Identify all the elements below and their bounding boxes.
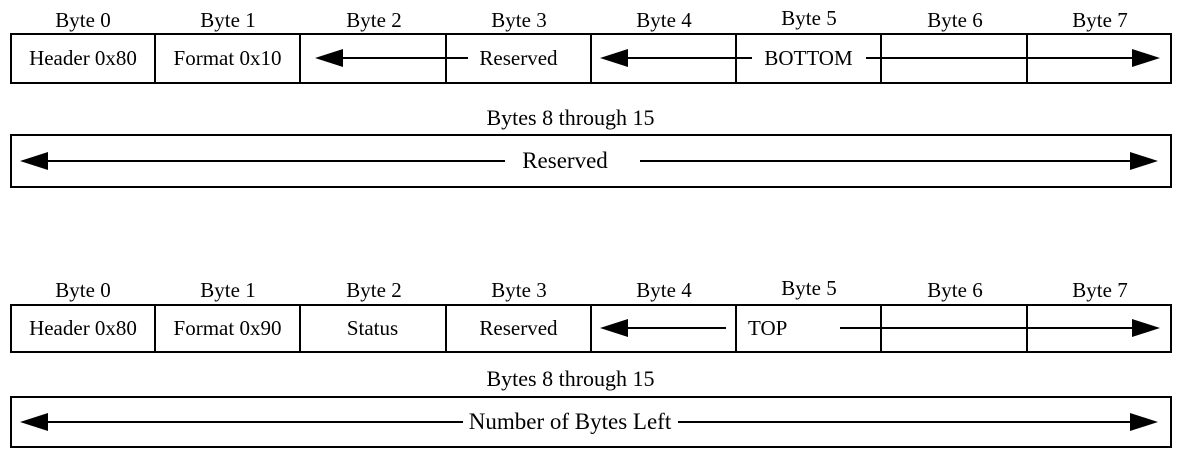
byte-label: Byte 5: [781, 6, 837, 30]
byte-label: Byte 0: [55, 8, 111, 32]
field-format-byte: Format 0x90: [173, 316, 282, 340]
byte-label: Byte 6: [927, 8, 983, 32]
arrow-left-icon: [20, 152, 48, 170]
field-header-byte: Header 0x80: [29, 46, 137, 70]
cell-divider: [154, 306, 156, 351]
arrow-right-icon: [1130, 413, 1158, 431]
arrow-line: [678, 421, 1130, 423]
arrow-line: [640, 160, 1130, 162]
arrow-line: [623, 327, 726, 329]
field-bottom: BOTTOM: [764, 46, 853, 70]
field-reserved-2-3: Reserved: [479, 46, 558, 70]
cell-divider: [299, 35, 301, 82]
bytes-8-15-caption: Bytes 8 through 15: [486, 105, 655, 130]
field-reserved-3: Reserved: [479, 316, 558, 340]
byte-label: Byte 7: [1072, 278, 1128, 302]
byte-label: Byte 2: [346, 278, 402, 302]
arrow-line: [866, 57, 1132, 59]
cell-divider: [299, 306, 301, 351]
arrow-right-icon: [1132, 319, 1160, 337]
cell-divider: [590, 306, 592, 351]
arrow-line: [43, 160, 505, 162]
arrow-left-icon: [600, 49, 628, 67]
byte-label: Byte 1: [200, 8, 256, 32]
cell-divider: [590, 35, 592, 82]
field-header-byte: Header 0x80: [29, 316, 137, 340]
byte-label: Byte 5: [781, 276, 837, 300]
cell-divider: [154, 35, 156, 82]
byte-label: Byte 4: [636, 8, 692, 32]
byte-label: Byte 3: [491, 8, 547, 32]
arrow-right-icon: [1130, 152, 1158, 170]
byte-label: Byte 2: [346, 8, 402, 32]
arrow-line: [623, 57, 752, 59]
arrow-line: [338, 57, 468, 59]
bytes-8-15-caption: Bytes 8 through 15: [486, 366, 655, 391]
byte-label: Byte 7: [1072, 8, 1128, 32]
byte-label: Byte 1: [200, 278, 256, 302]
arrow-left-icon: [600, 319, 628, 337]
field-status: Status: [346, 316, 399, 340]
cell-divider: [445, 306, 447, 351]
field-top: TOP: [748, 316, 788, 340]
field-number-of-bytes-left: Number of Bytes Left: [468, 409, 672, 434]
arrow-line: [840, 327, 1132, 329]
field-format-byte: Format 0x10: [173, 46, 282, 70]
arrow-right-icon: [1132, 49, 1160, 67]
byte-label: Byte 3: [491, 278, 547, 302]
cell-divider: [735, 306, 737, 351]
arrow-line: [43, 421, 463, 423]
field-reserved-8-15: Reserved: [522, 148, 608, 173]
arrow-left-icon: [20, 413, 48, 431]
byte-label: Byte 4: [636, 278, 692, 302]
arrow-left-icon: [315, 49, 343, 67]
byte-label: Byte 6: [927, 278, 983, 302]
byte-label: Byte 0: [55, 278, 111, 302]
